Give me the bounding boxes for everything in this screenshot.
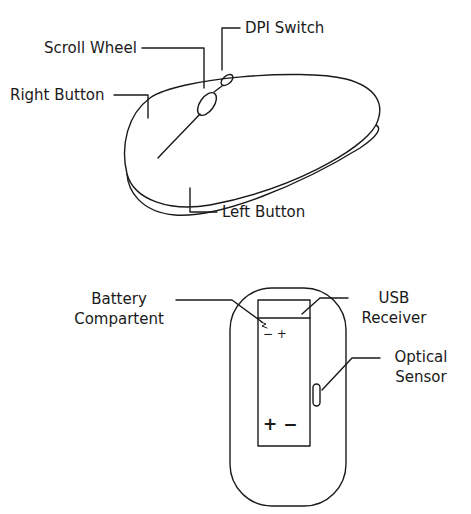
mouse-body — [125, 74, 380, 207]
part-label: Scroll Wheel — [44, 38, 137, 58]
polarity-mark: − + — [263, 324, 287, 344]
leader-line — [302, 298, 348, 314]
part-label: Left Button — [222, 202, 305, 222]
leader-line — [142, 48, 204, 88]
battery-compartment — [258, 300, 310, 446]
optical-sensor — [313, 384, 320, 406]
button-split — [158, 114, 200, 158]
mouse-underside — [230, 288, 346, 506]
part-label: USB Receiver — [352, 288, 436, 328]
scroll-wheel — [194, 89, 220, 118]
part-label: Battery Compartent — [64, 289, 174, 329]
leader-line — [114, 95, 148, 118]
part-label: Right Button — [10, 85, 105, 105]
mouse-base-edge — [127, 125, 379, 215]
part-label: DPI Switch — [245, 18, 324, 38]
part-label: Optical Sensor — [384, 347, 458, 387]
button-split-rear — [214, 86, 222, 92]
leader-line — [176, 300, 262, 322]
dpi-switch — [219, 72, 235, 87]
polarity-mark: + − — [263, 414, 297, 434]
leader-line — [322, 358, 380, 390]
leader-line — [190, 188, 217, 212]
usb-receiver-slot — [258, 317, 310, 318]
leader-line — [222, 28, 240, 70]
